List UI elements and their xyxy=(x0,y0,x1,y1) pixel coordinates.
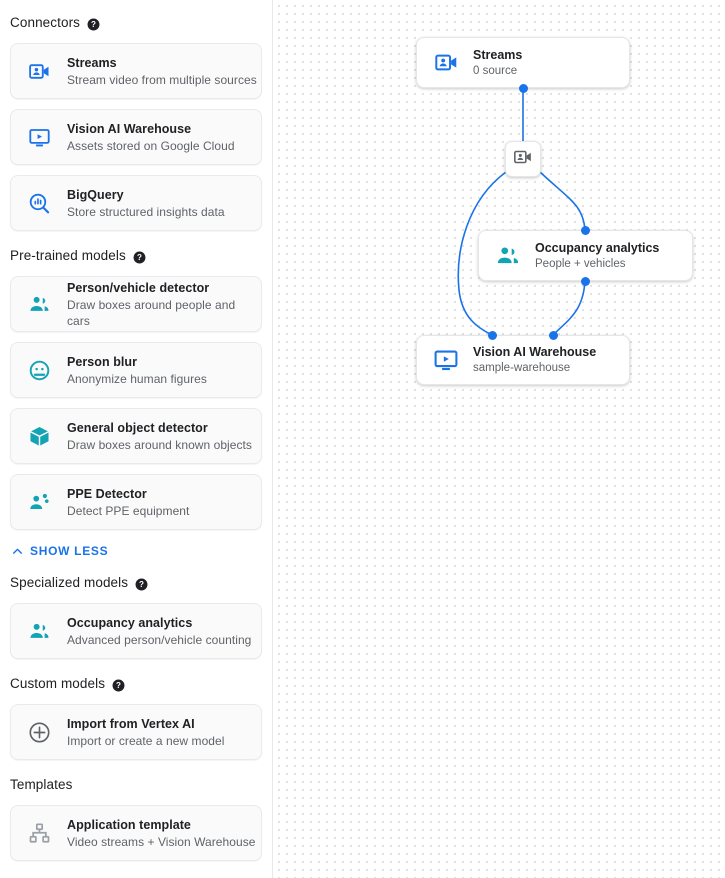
card-subtitle: Draw boxes around known objects xyxy=(67,437,252,452)
palette-card-ppe-detector[interactable]: PPE Detector Detect PPE equipment xyxy=(10,474,262,530)
bigquery-magnifier-icon xyxy=(27,191,51,215)
card-title: General object detector xyxy=(67,420,208,435)
node-subtitle: People + vehicles xyxy=(535,257,626,270)
section-header-pre-trained-models: Pre-trained models ? xyxy=(0,245,272,267)
card-text: Streams Stream video from multiple sourc… xyxy=(67,55,257,88)
palette-card-vision-ai-warehouse[interactable]: Vision AI Warehouse Assets stored on Goo… xyxy=(10,109,262,165)
card-title: Import from Vertex AI xyxy=(67,716,195,731)
plus-circle-icon xyxy=(27,720,51,744)
node-text: Streams 0 source xyxy=(473,47,522,79)
video-camera-person-icon xyxy=(513,147,533,172)
card-subtitle: Stream video from multiple sources xyxy=(67,72,257,87)
card-text: Import from Vertex AI Import or create a… xyxy=(67,716,224,749)
card-subtitle: Store structured insights data xyxy=(67,204,225,219)
palette-card-import-from-vertex-ai[interactable]: Import from Vertex AI Import or create a… xyxy=(10,704,262,760)
card-text: BigQuery Store structured insights data xyxy=(67,187,225,220)
help-icon[interactable]: ? xyxy=(87,18,100,31)
card-text: General object detector Draw boxes aroun… xyxy=(67,420,252,453)
video-camera-person-icon xyxy=(27,59,51,83)
people-group-icon xyxy=(495,243,521,269)
palette-card-person-vehicle-detector[interactable]: Person/vehicle detector Draw boxes aroun… xyxy=(10,276,262,332)
graph-node-stream-connector[interactable] xyxy=(505,141,541,177)
port-warehouse-input-left[interactable] xyxy=(487,330,497,340)
palette-card-occupancy-analytics[interactable]: Occupancy analytics Advanced person/vehi… xyxy=(10,603,262,659)
card-text: Application template Video streams + Vis… xyxy=(67,817,255,850)
palette-card-general-object-detector[interactable]: General object detector Draw boxes aroun… xyxy=(10,408,262,464)
hierarchy-icon xyxy=(27,821,51,845)
monitor-play-icon xyxy=(433,347,459,373)
svg-text:?: ? xyxy=(139,580,144,589)
card-subtitle: Anonymize human figures xyxy=(67,371,207,386)
node-text: Occupancy analytics People + vehicles xyxy=(535,240,659,272)
card-title: Streams xyxy=(67,55,117,70)
palette-card-streams[interactable]: Streams Stream video from multiple sourc… xyxy=(10,43,262,99)
port-streams-output[interactable] xyxy=(518,83,528,93)
section-title: Connectors xyxy=(10,15,81,30)
node-subtitle: 0 source xyxy=(473,64,518,77)
port-occupancy-output[interactable] xyxy=(580,276,590,286)
svg-text:?: ? xyxy=(116,681,121,690)
svg-text:?: ? xyxy=(137,253,142,262)
monitor-play-icon xyxy=(27,125,51,149)
section-header-custom-models: Custom models ? xyxy=(0,673,272,695)
show-less-button[interactable]: SHOW LESS xyxy=(0,540,272,562)
card-subtitle: Import or create a new model xyxy=(67,733,225,748)
node-text: Vision AI Warehouse sample-warehouse xyxy=(473,344,596,376)
card-subtitle: Advanced person/vehicle counting xyxy=(67,632,252,647)
section-header-templates: Templates xyxy=(0,774,272,796)
palette-card-bigquery[interactable]: BigQuery Store structured insights data xyxy=(10,175,262,231)
card-title: PPE Detector xyxy=(67,486,147,501)
card-text: Occupancy analytics Advanced person/vehi… xyxy=(67,615,251,648)
port-occupancy-input[interactable] xyxy=(580,225,590,235)
card-title: Application template xyxy=(67,817,191,832)
cube-box-icon xyxy=(27,424,51,448)
svg-text:?: ? xyxy=(91,20,96,29)
help-icon[interactable]: ? xyxy=(135,578,148,591)
ppe-person-gear-icon xyxy=(27,490,51,514)
graph-node-occupancy-analytics[interactable]: Occupancy analytics People + vehicles xyxy=(478,230,693,281)
card-title: Person/vehicle detector xyxy=(67,280,210,295)
section-header-connectors: Connectors ? xyxy=(0,12,272,34)
node-title: Streams xyxy=(473,47,523,62)
face-blur-icon xyxy=(27,358,51,382)
help-icon[interactable]: ? xyxy=(133,251,146,264)
section-title: Pre-trained models xyxy=(10,248,126,263)
palette-card-person-blur[interactable]: Person blur Anonymize human figures xyxy=(10,342,262,398)
section-title: Specialized models xyxy=(10,575,129,590)
video-camera-person-icon xyxy=(433,50,459,76)
node-subtitle: sample-warehouse xyxy=(473,362,571,374)
people-group-icon xyxy=(27,619,51,643)
card-text: Vision AI Warehouse Assets stored on Goo… xyxy=(67,121,235,154)
card-subtitle: Draw boxes around people and cars xyxy=(67,297,236,328)
section-title: Templates xyxy=(10,777,73,792)
section-header-specialized-models: Specialized models ? xyxy=(0,572,272,594)
palette-card-application-template[interactable]: Application template Video streams + Vis… xyxy=(10,805,262,861)
people-group-icon xyxy=(27,292,51,316)
card-subtitle: Detect PPE equipment xyxy=(67,503,190,518)
graph-node-streams[interactable]: Streams 0 source xyxy=(416,37,630,88)
card-title: Occupancy analytics xyxy=(67,615,193,630)
card-title: Vision AI Warehouse xyxy=(67,121,192,136)
card-subtitle: Video streams + Vision Warehouse xyxy=(67,834,256,849)
card-title: Person blur xyxy=(67,354,138,369)
card-title: BigQuery xyxy=(67,187,124,202)
edge-connections xyxy=(457,88,586,336)
help-icon[interactable]: ? xyxy=(112,679,125,692)
card-subtitle: Assets stored on Google Cloud xyxy=(67,138,235,153)
component-palette-sidebar[interactable]: Connectors ? Streams Stream video from m… xyxy=(0,0,273,878)
card-text: PPE Detector Detect PPE equipment xyxy=(67,486,189,519)
node-title: Vision AI Warehouse xyxy=(473,345,597,359)
pipeline-canvas[interactable]: Streams 0 source xyxy=(273,0,725,878)
card-text: Person/vehicle detector Draw boxes aroun… xyxy=(67,280,261,329)
show-less-label: SHOW LESS xyxy=(30,544,109,558)
card-text: Person blur Anonymize human figures xyxy=(67,354,207,387)
graph-node-vision-ai-warehouse[interactable]: Vision AI Warehouse sample-warehouse xyxy=(416,335,630,385)
node-title: Occupancy analytics xyxy=(535,240,660,255)
section-title: Custom models xyxy=(10,676,106,691)
port-warehouse-input-right[interactable] xyxy=(548,330,558,340)
chevron-up-icon xyxy=(11,545,24,558)
